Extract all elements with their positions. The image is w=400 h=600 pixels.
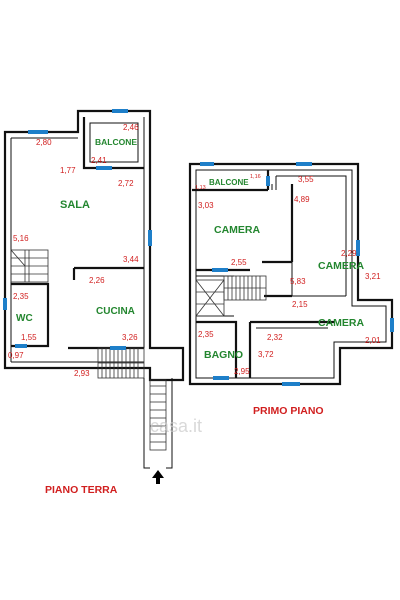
floor-label-piano-terra: PIANO TERRA bbox=[45, 484, 118, 496]
dim-first-235: 2,35 bbox=[198, 330, 214, 339]
dim-first-255: 2,55 bbox=[231, 258, 247, 267]
first-stairs bbox=[195, 275, 267, 317]
dim-first-583: 5,83 bbox=[290, 277, 306, 286]
dim-first-489: 4,89 bbox=[294, 195, 310, 204]
room-wc: WC bbox=[16, 313, 33, 324]
dim-first-201: 2,01 bbox=[365, 336, 381, 345]
dim-ground-280: 2,80 bbox=[36, 138, 52, 147]
dim-ground-293: 2,93 bbox=[74, 369, 90, 378]
dim-ground-241: 2,41 bbox=[91, 156, 107, 165]
room-camera-2: CAMERA bbox=[318, 260, 364, 272]
dim-ground-177: 1,77 bbox=[60, 166, 76, 175]
dim-first-116: 1,16 bbox=[250, 174, 261, 180]
dim-ground-097: 0,97 bbox=[8, 351, 24, 360]
floor-label-primo-piano: PRIMO PIANO bbox=[253, 405, 324, 417]
dim-first-295: 2,95 bbox=[234, 367, 250, 376]
first-floor-walls bbox=[188, 162, 394, 386]
ground-stairs-left bbox=[10, 249, 49, 283]
room-cucina: CUCINA bbox=[96, 306, 135, 317]
dim-first-232: 2,32 bbox=[267, 333, 283, 342]
dim-ground-226: 2,26 bbox=[89, 276, 105, 285]
dim-first-113: 1,13 bbox=[195, 185, 206, 191]
dim-ground-155: 1,55 bbox=[21, 333, 37, 342]
dim-ground-326: 3,26 bbox=[122, 333, 138, 342]
room-sala: SALA bbox=[60, 199, 90, 211]
dim-ground-235: 2,35 bbox=[13, 292, 29, 301]
dim-ground-516: 5,16 bbox=[13, 234, 29, 243]
ground-windows bbox=[3, 109, 152, 350]
room-balcone-first: BALCONE bbox=[209, 178, 249, 187]
first-windows bbox=[200, 162, 394, 386]
dim-ground-272: 2,72 bbox=[118, 179, 134, 188]
dim-first-215: 2,15 bbox=[292, 300, 308, 309]
dim-first-355: 3,55 bbox=[298, 175, 314, 184]
dim-ground-344: 3,44 bbox=[123, 255, 139, 264]
dim-first-303: 3,03 bbox=[198, 201, 214, 210]
dim-first-321: 3,21 bbox=[365, 272, 381, 281]
dim-first-229: 2,29 bbox=[341, 249, 357, 258]
room-bagno: BAGNO bbox=[204, 349, 243, 361]
watermark-text: casa.it bbox=[150, 416, 202, 436]
room-camera-3: CAMERA bbox=[318, 317, 364, 329]
room-camera-1: CAMERA bbox=[214, 224, 260, 236]
room-balcone-ground: BALCONE bbox=[95, 137, 137, 147]
exterior-stairs bbox=[97, 347, 173, 469]
dim-ground-246: 2,46 bbox=[123, 123, 139, 132]
entrance-arrow-icon bbox=[152, 470, 164, 484]
dim-first-372: 3,72 bbox=[258, 350, 274, 359]
